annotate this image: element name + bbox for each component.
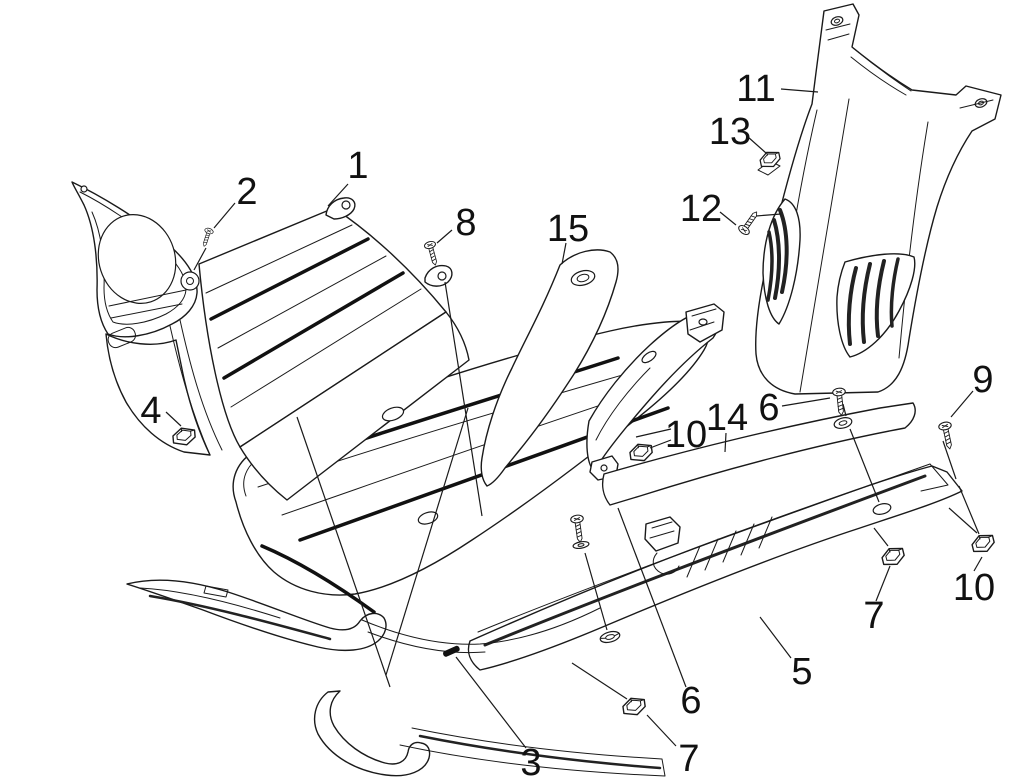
- callout-leader-line: [719, 211, 737, 226]
- callout-leader-line: [436, 229, 453, 244]
- callout-leader-line: [635, 428, 672, 438]
- washer-6b-icon: [571, 539, 591, 551]
- part-number-callout-3: 3: [520, 742, 541, 778]
- callout-leader-line: [213, 202, 236, 229]
- assembly-lines: [296, 281, 880, 688]
- part-number-callout-15: 15: [547, 208, 589, 250]
- part-number-callout-6: 6: [758, 387, 779, 429]
- callout-leader-line: [561, 242, 567, 265]
- callout-leader-line: [781, 397, 831, 407]
- clip-13-icon: [758, 149, 782, 170]
- assembly-line: [444, 281, 483, 517]
- part-15-bracket: [480, 249, 619, 487]
- screw-9-icon: [937, 420, 957, 451]
- clip-7a-icon: [879, 544, 907, 569]
- part-1-footboard: [71, 181, 470, 501]
- callout-leader-line: [780, 88, 819, 93]
- callout-leader-line: [873, 527, 889, 547]
- callout-leader-line: [327, 183, 349, 207]
- screw-12-icon: [736, 207, 763, 237]
- part-number-callout-2: 2: [236, 171, 257, 213]
- part-number-callout-7: 7: [863, 595, 884, 637]
- callout-leader-line: [755, 213, 782, 217]
- assembly-line: [842, 403, 847, 417]
- screw-8-icon: [423, 239, 442, 268]
- callout-leader-line: [747, 136, 767, 154]
- callout-leader-line: [948, 507, 978, 534]
- assembly-line: [849, 428, 880, 503]
- part-number-callout-7: 7: [678, 738, 699, 778]
- callout-leader-line: [973, 556, 983, 572]
- callout-leader-line: [950, 390, 974, 418]
- callout-leader-line: [724, 432, 727, 453]
- callout-leader-line: [958, 485, 980, 535]
- callout-leader-line: [617, 507, 687, 688]
- screw-6b-icon: [569, 513, 588, 544]
- assembly-line: [584, 552, 608, 631]
- screw-2-icon: [199, 226, 215, 249]
- part-number-callout-14: 14: [706, 397, 748, 439]
- part-5-floor-sill: [467, 402, 963, 671]
- callout-leader-line: [193, 247, 207, 271]
- callout-leader-line: [649, 439, 672, 449]
- part-number-callout-12: 12: [680, 188, 722, 230]
- clip-10a-icon: [628, 441, 654, 464]
- part-number-callout-13: 13: [709, 111, 751, 153]
- grommet-6b-icon: [598, 628, 622, 646]
- pin-3-icon: [442, 645, 461, 658]
- part-number-callout-11: 11: [736, 68, 775, 110]
- part-number-callout-10: 10: [953, 567, 995, 609]
- part-number-callout-6: 6: [680, 680, 701, 722]
- part-number-callout-1: 1: [347, 145, 368, 187]
- clip-10b-icon: [969, 531, 997, 556]
- assembly-line: [296, 416, 391, 688]
- clip-7b-icon: [621, 695, 647, 718]
- part-number-callout-9: 9: [972, 359, 993, 401]
- part-rear-floor-rails: [126, 516, 681, 777]
- callout-leader-line: [165, 411, 182, 427]
- callout-leader-line: [942, 440, 957, 480]
- part-number-callout-4: 4: [140, 390, 161, 432]
- part-number-callout-5: 5: [791, 651, 812, 693]
- part-number-callout-8: 8: [455, 202, 476, 244]
- callout-leader-line: [875, 565, 891, 602]
- callout-leader-line: [455, 656, 527, 749]
- callout-leader-line: [571, 662, 628, 700]
- callout-leader-line: [646, 714, 677, 747]
- part-number-callout-10: 10: [665, 414, 707, 456]
- part-11-central-cover: [755, 3, 1002, 395]
- assembly-line: [385, 407, 469, 676]
- callout-leader-line: [759, 616, 792, 659]
